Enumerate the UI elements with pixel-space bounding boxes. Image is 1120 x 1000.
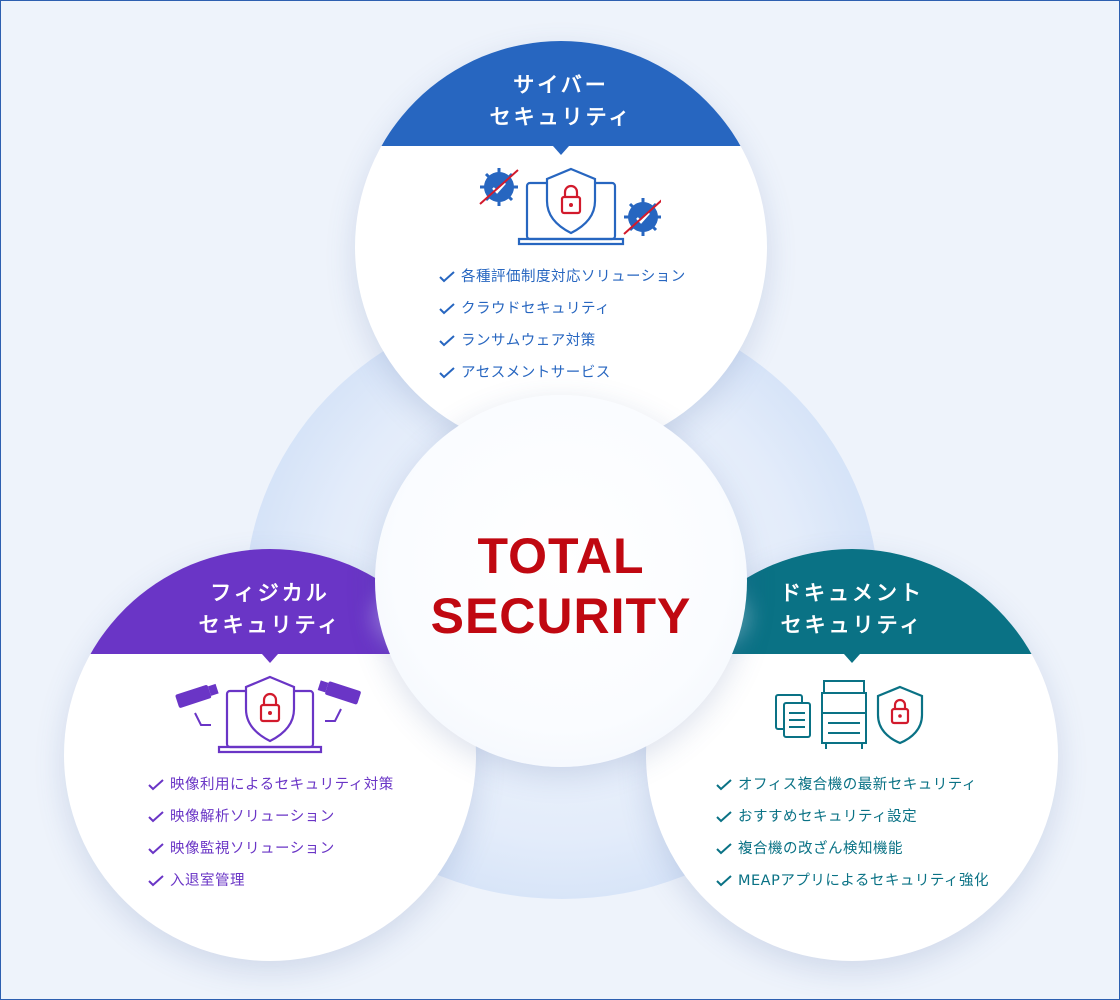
list-item-label: 入退室管理	[170, 873, 245, 889]
list-item[interactable]: オフィス複合機の最新セキュリティ	[716, 769, 989, 801]
physical-title-line2: セキュリティ	[198, 613, 342, 637]
check-icon	[716, 811, 734, 823]
check-icon	[716, 779, 734, 791]
list-item[interactable]: アセスメントサービス	[439, 357, 686, 389]
cyber-header-pointer	[553, 146, 569, 155]
center-title-line1: TOTAL	[477, 528, 645, 584]
laptop-shield-lock-icon	[355, 159, 767, 253]
list-item-label: 映像監視ソリューション	[170, 841, 335, 857]
check-icon	[439, 335, 457, 347]
cyber-title-line1: サイバー	[513, 73, 609, 97]
list-item[interactable]: ランサムウェア対策	[439, 325, 686, 357]
check-icon	[439, 271, 457, 283]
list-item[interactable]: 入退室管理	[148, 865, 394, 897]
camera-laptop-lock-icon	[64, 673, 476, 761]
cyber-security-header: サイバー セキュリティ	[355, 41, 767, 146]
list-item-label: アセスメントサービス	[461, 365, 611, 381]
physical-header-pointer	[262, 654, 278, 663]
document-item-list: オフィス複合機の最新セキュリティ おすすめセキュリティ設定 複合機の改ざん検知機…	[716, 769, 989, 897]
cyber-title-line2: セキュリティ	[489, 105, 633, 129]
list-item[interactable]: 各種評価制度対応ソリューション	[439, 261, 686, 293]
list-item-label: 映像解析ソリューション	[170, 809, 335, 825]
list-item-label: おすすめセキュリティ設定	[738, 809, 918, 825]
list-item[interactable]: MEAPアプリによるセキュリティ強化	[716, 865, 989, 897]
document-header-pointer	[844, 654, 860, 663]
list-item[interactable]: クラウドセキュリティ	[439, 293, 686, 325]
document-title-line2: セキュリティ	[780, 613, 924, 637]
list-item[interactable]: 映像解析ソリューション	[148, 801, 394, 833]
check-icon	[716, 875, 734, 887]
check-icon	[148, 811, 166, 823]
list-item-label: 映像利用によるセキュリティ対策	[170, 777, 394, 793]
check-icon	[439, 367, 457, 379]
list-item-label: オフィス複合機の最新セキュリティ	[738, 777, 977, 793]
list-item[interactable]: 映像監視ソリューション	[148, 833, 394, 865]
list-item-label: 各種評価制度対応ソリューション	[461, 269, 686, 285]
center-title-line2: SECURITY	[430, 588, 692, 644]
check-icon	[439, 303, 457, 315]
list-item-label: 複合機の改ざん検知機能	[738, 841, 903, 857]
list-item-label: クラウドセキュリティ	[461, 301, 611, 317]
document-title-line1: ドキュメント	[780, 581, 924, 605]
cyber-security-circle: サイバー セキュリティ	[355, 41, 767, 453]
list-item-label: MEAPアプリによるセキュリティ強化	[738, 873, 990, 889]
document-printer-shield-icon	[646, 677, 1058, 755]
check-icon	[148, 843, 166, 855]
cyber-item-list: 各種評価制度対応ソリューション クラウドセキュリティ ランサムウェア対策 アセス…	[439, 261, 686, 389]
physical-title-line1: フィジカル	[210, 581, 330, 605]
list-item[interactable]: 映像利用によるセキュリティ対策	[148, 769, 394, 801]
check-icon	[716, 843, 734, 855]
document-security-circle: ドキュメント セキュリティ	[646, 549, 1058, 961]
list-item[interactable]: 複合機の改ざん検知機能	[716, 833, 989, 865]
check-icon	[148, 875, 166, 887]
list-item-label: ランサムウェア対策	[461, 333, 596, 349]
physical-item-list: 映像利用によるセキュリティ対策 映像解析ソリューション 映像監視ソリューション …	[148, 769, 394, 897]
check-icon	[148, 779, 166, 791]
total-security-center: TOTAL SECURITY	[375, 395, 747, 767]
list-item[interactable]: おすすめセキュリティ設定	[716, 801, 989, 833]
